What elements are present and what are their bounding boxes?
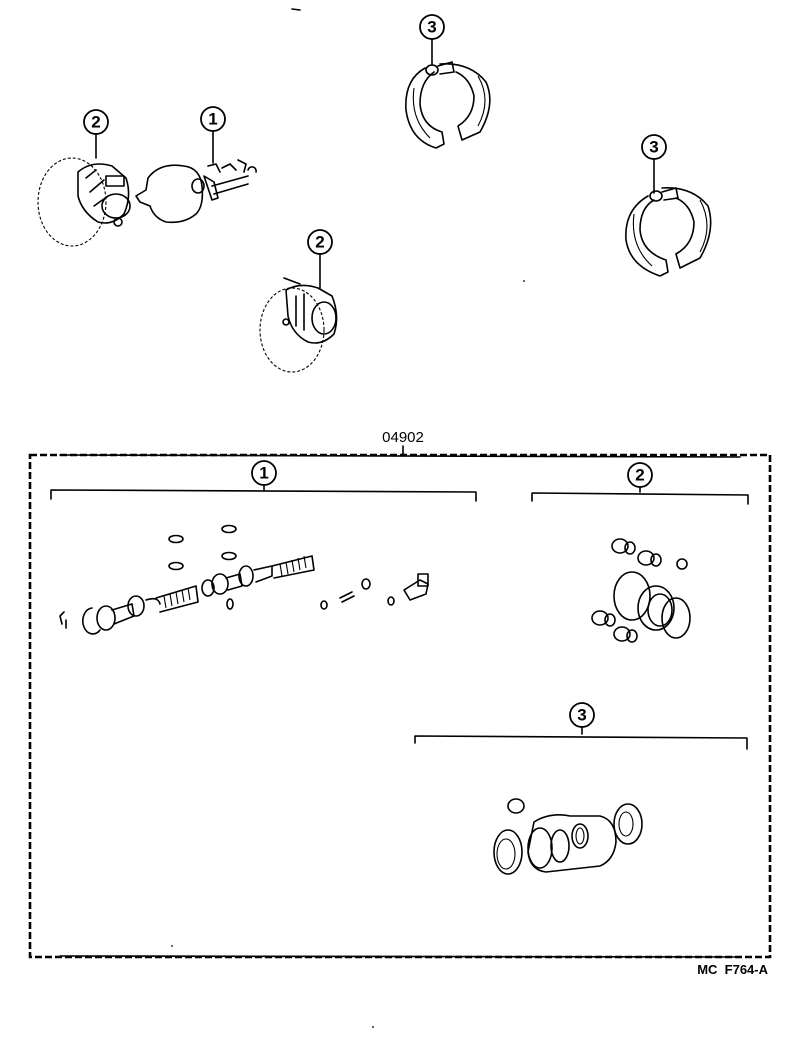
cup: [571, 823, 589, 849]
caliper-body: [285, 284, 338, 344]
caliper-body: [77, 163, 130, 224]
overhaul-kit-04902[interactable]: 04902 1: [28, 429, 772, 959]
adjuster: [649, 190, 663, 202]
piston-left: [527, 827, 553, 869]
piston-seal: [613, 571, 651, 621]
kit-group-3[interactable]: 3: [414, 702, 748, 875]
bleeder-cap: [507, 798, 525, 814]
secondary-piston: [201, 579, 215, 597]
union-bolt: [403, 579, 429, 601]
kit-boundary-box: [28, 453, 772, 959]
shoe-left-half: [625, 195, 669, 277]
hub: [311, 301, 337, 335]
reservoir-fittings: [207, 159, 257, 173]
dust-boot: [637, 585, 675, 631]
rear-brake-shoe-upper[interactable]: 3: [405, 14, 491, 149]
callout-number: 1: [208, 110, 217, 129]
group-bracket: [50, 484, 477, 502]
callout-number: 2: [315, 233, 324, 252]
hub: [101, 193, 131, 219]
callout-number: 2: [635, 466, 644, 485]
piston: [661, 597, 691, 639]
callout-number: 3: [649, 138, 658, 157]
shoe-left-half: [405, 67, 445, 149]
group-bracket: [531, 486, 749, 505]
front-brake-assembly-left[interactable]: 2: [37, 109, 131, 247]
shoe-right-half: [439, 63, 491, 141]
cylinder-body: [211, 175, 249, 195]
master-cylinder-with-booster[interactable]: 1: [135, 106, 257, 224]
mounting-flange: [203, 175, 219, 201]
disc-rotor-outline: [37, 157, 107, 247]
piston-rod: [111, 603, 135, 625]
rear-brake-shoe-right[interactable]: 3: [625, 134, 712, 277]
front-brake-assembly-center[interactable]: 2: [259, 229, 338, 373]
small-spring: [339, 591, 355, 603]
clip: [59, 611, 67, 629]
boot-left: [493, 829, 523, 875]
callout-number: 1: [259, 464, 268, 483]
adjuster: [425, 64, 439, 76]
kit-group-1[interactable]: 1: [50, 460, 477, 635]
kit-part-number: 04902: [382, 429, 424, 446]
snap-ring: [82, 607, 101, 635]
callout-number: 3: [427, 18, 436, 37]
disc-rotor-outline: [259, 287, 325, 373]
callout-number: 2: [91, 113, 100, 132]
group-bracket: [414, 726, 748, 750]
reference-code: MC F764-A: [697, 962, 768, 977]
piston-head: [96, 605, 116, 631]
callout-number: 3: [577, 706, 586, 725]
stray-mark: [291, 8, 301, 11]
boot-right: [613, 803, 643, 845]
master-cylinder-repair-parts: [59, 524, 429, 635]
cylinder-body: [527, 814, 617, 873]
kit-group-2[interactable]: 2: [531, 462, 749, 643]
shoe-right-half: [661, 187, 712, 269]
brake-booster: [135, 164, 204, 224]
caliper-seal-parts: [591, 538, 691, 643]
wheel-cylinder-parts: [493, 798, 643, 875]
